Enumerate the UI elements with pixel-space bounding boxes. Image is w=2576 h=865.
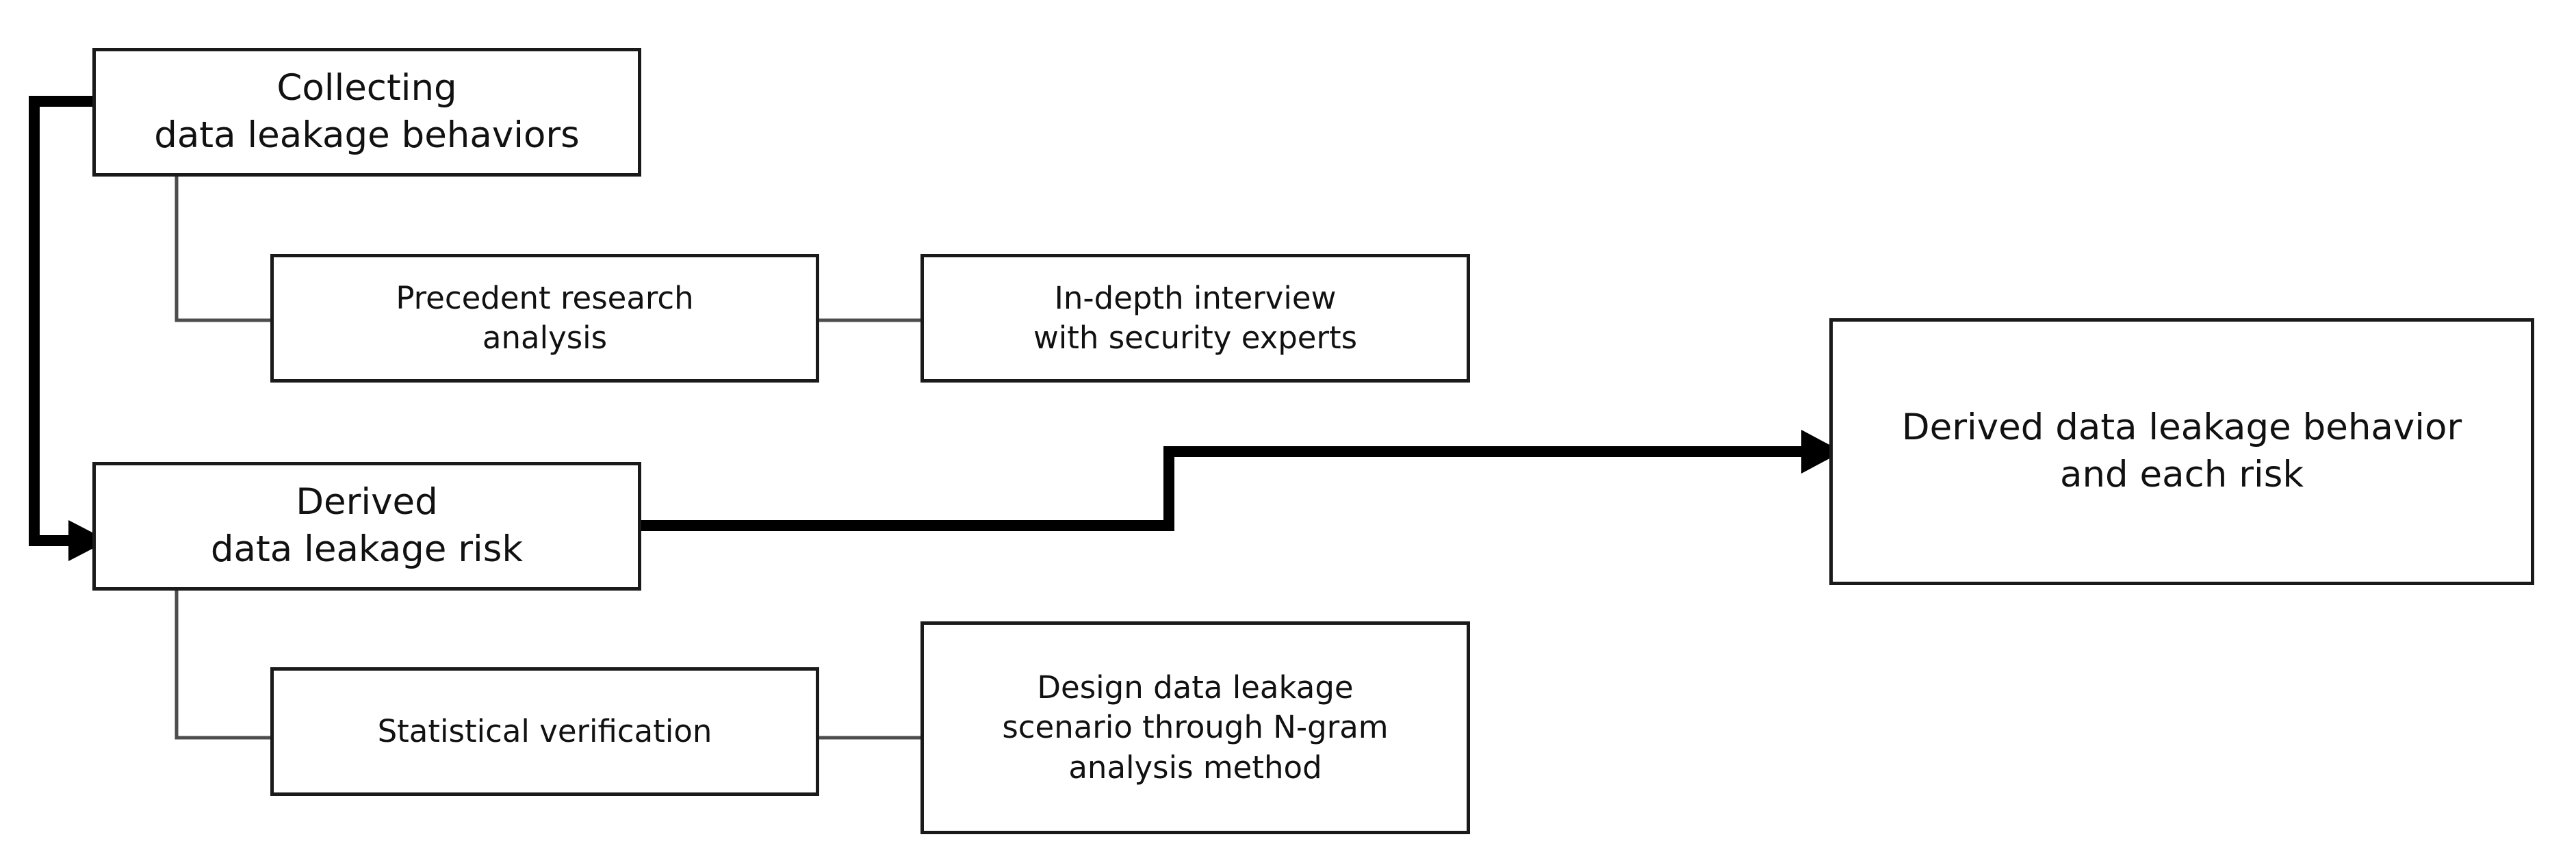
node-collecting-data-leakage-behaviors[interactable]: Collecting data leakage behaviors	[92, 48, 641, 177]
connector-collecting-to-precedent	[175, 177, 272, 322]
node-design-data-leakage-scenario[interactable]: Design data leakage scenario through N-g…	[920, 621, 1470, 834]
node-label: Derived data leakage behavior and each r…	[1901, 406, 2462, 495]
node-derived-data-leakage-risk[interactable]: Derived data leakage risk	[92, 462, 641, 591]
node-in-depth-interview[interactable]: In-depth interview with security experts	[920, 254, 1470, 383]
node-label: Statistical verification	[377, 712, 712, 749]
node-label: Precedent research analysis	[396, 279, 694, 357]
connector-collecting-to-derived-risk	[29, 96, 108, 561]
node-statistical-verification[interactable]: Statistical verification	[270, 667, 819, 796]
connector-derived-risk-to-statistical	[175, 591, 272, 740]
connector-derived-risk-to-result	[640, 430, 1842, 531]
node-derived-data-leakage-behavior-and-each-risk[interactable]: Derived data leakage behavior and each r…	[1829, 318, 2534, 585]
node-label: In-depth interview with security experts	[1033, 279, 1358, 357]
node-label: Collecting data leakage behaviors	[154, 67, 580, 156]
node-precedent-research-analysis[interactable]: Precedent research analysis	[270, 254, 819, 383]
node-label: Derived data leakage risk	[210, 481, 524, 570]
node-label: Design data leakage scenario through N-g…	[1002, 669, 1389, 786]
